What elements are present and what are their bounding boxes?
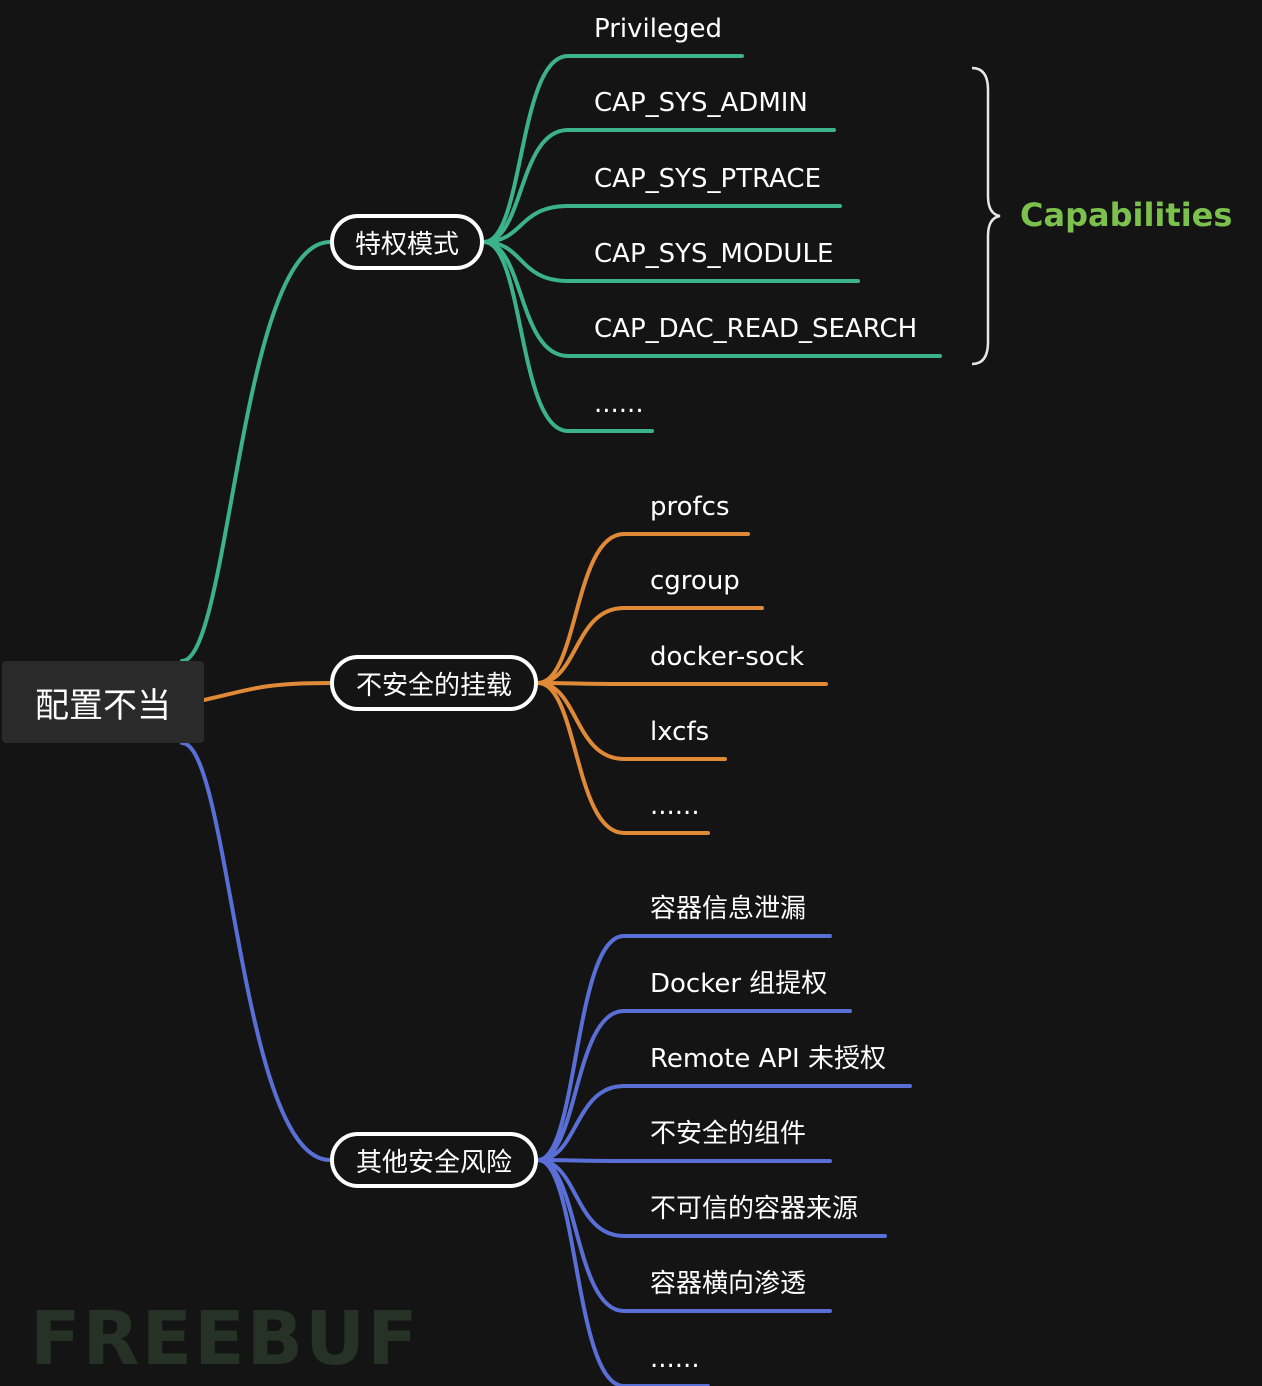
leaf-node: docker-sock xyxy=(650,642,805,672)
root-connector xyxy=(202,681,332,702)
root-connector xyxy=(180,240,332,663)
leaf-node: CAP_SYS_MODULE xyxy=(594,239,834,269)
leaf-node: lxcfs xyxy=(650,717,710,747)
leaf-node: ...... xyxy=(650,791,700,821)
leaf-node: CAP_SYS_PTRACE xyxy=(594,164,821,194)
leaf-connector xyxy=(482,240,942,358)
root-connector xyxy=(180,741,332,1162)
leaf-node: CAP_DAC_READ_SEARCH xyxy=(594,314,918,344)
leaf-connector xyxy=(482,240,654,433)
leaf-connector xyxy=(536,1009,852,1162)
capabilities-brace xyxy=(971,66,1001,366)
root-node: 配置不当 xyxy=(2,661,204,743)
capabilities-label: Capabilities xyxy=(1020,196,1233,234)
leaf-connector xyxy=(536,1158,887,1238)
leaf-connector xyxy=(536,1084,912,1162)
watermark-logo: FREEBUF xyxy=(30,1296,420,1382)
leaf-node: 容器信息泄漏 xyxy=(650,894,807,924)
leaf-connector xyxy=(536,606,764,685)
leaf-connector xyxy=(536,934,832,1162)
branch-node-privileged-mode: 特权模式 xyxy=(330,214,484,270)
leaf-connector xyxy=(536,681,828,686)
leaf-connector xyxy=(482,240,860,283)
leaf-connector xyxy=(536,1158,710,1386)
leaf-connector xyxy=(536,1158,832,1163)
leaf-node: 不可信的容器来源 xyxy=(650,1194,859,1224)
branch-node-other-risks: 其他安全风险 xyxy=(330,1132,538,1188)
leaf-node: ...... xyxy=(594,389,644,419)
leaf-node: 不安全的组件 xyxy=(650,1119,807,1149)
leaf-node: profcs xyxy=(650,492,730,522)
leaf-connector xyxy=(536,532,750,685)
leaf-node: CAP_SYS_ADMIN xyxy=(594,88,808,118)
leaf-node: ...... xyxy=(650,1344,700,1374)
leaf-node: cgroup xyxy=(650,566,740,596)
leaf-connector xyxy=(536,681,727,761)
branch-node-insecure-mount: 不安全的挂载 xyxy=(330,655,538,711)
leaf-node: Docker 组提权 xyxy=(650,969,828,999)
leaf-node: Remote API 未授权 xyxy=(650,1044,886,1074)
leaf-node: 容器横向渗透 xyxy=(650,1269,807,1299)
leaf-connector xyxy=(536,681,710,835)
leaf-connector xyxy=(482,204,842,244)
leaf-connector xyxy=(482,128,836,244)
leaf-connector xyxy=(482,54,744,244)
leaf-node: Privileged xyxy=(594,14,722,44)
